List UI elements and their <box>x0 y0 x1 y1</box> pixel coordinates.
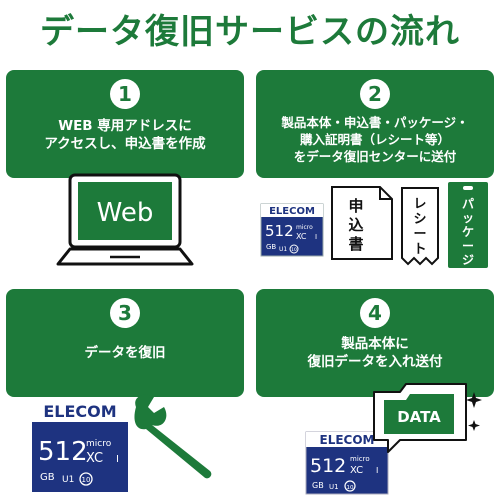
step-4-line-2: 復旧データを入れ送付 <box>307 354 443 370</box>
wrench-icon <box>134 394 212 479</box>
svg-text:I: I <box>116 454 119 465</box>
step-2-number: 2 <box>360 79 390 109</box>
svg-text:ELECOM: ELECOM <box>43 402 116 421</box>
sd-card-step-4: ELECOM 512 GB micro XC I U1 10 <box>305 431 389 495</box>
receipt-document: レ シ ー ト <box>401 187 439 266</box>
form-char-2: 込 <box>348 216 363 234</box>
page-title: データ復旧サービスの流れ <box>40 12 460 52</box>
package-document: パ ッ ケ ー ジ <box>448 182 488 268</box>
svg-text:レ: レ <box>413 197 426 212</box>
step-1-panel: 1 WEB 専用アドレスに アクセスし、申込書を作成 <box>6 70 244 178</box>
svg-text:10: 10 <box>82 476 91 484</box>
card-speed-mark: U1 <box>279 246 287 253</box>
svg-text:GB: GB <box>312 481 324 490</box>
step-2-line-1: 製品本体・申込書・パッケージ・ <box>281 115 469 130</box>
step-1-line-1: WEB 専用アドレスに <box>58 118 192 134</box>
svg-text:GB: GB <box>40 472 55 483</box>
svg-text:ー: ー <box>413 227 426 242</box>
step-2-text: 製品本体・申込書・パッケージ・ 購入証明書（レシート等） をデータ復旧センターに… <box>256 114 494 165</box>
sd-card-step-3: ELECOM 512 GB micro XC I U1 10 <box>32 400 128 492</box>
svg-text:U1: U1 <box>62 475 74 485</box>
step-1-number: 1 <box>110 79 140 109</box>
step-3-text: データを復旧 <box>6 344 244 362</box>
step-3-line-1: データを復旧 <box>84 345 166 361</box>
svg-text:I: I <box>376 466 378 475</box>
card-logo: micro <box>296 224 313 231</box>
svg-text:ッ: ッ <box>462 211 474 225</box>
step-1-text: WEB 専用アドレスに アクセスし、申込書を作成 <box>6 117 244 153</box>
card-capacity: 512 <box>265 222 294 240</box>
step-3-number: 3 <box>110 298 140 328</box>
svg-text:XC: XC <box>350 465 363 476</box>
step-4-line-1: 製品本体に <box>341 336 409 352</box>
card-class-mark: I <box>315 233 317 241</box>
step-1-line-2: アクセスし、申込書を作成 <box>44 136 206 152</box>
step-2-line-3: をデータ復旧センターに送付 <box>293 149 457 164</box>
svg-text:10: 10 <box>347 485 354 491</box>
card-unit: GB <box>266 243 276 251</box>
step-2-panel: 2 製品本体・申込書・パッケージ・ 購入証明書（レシート等） をデータ復旧センタ… <box>256 70 494 178</box>
folder-icon: DATA <box>373 383 482 453</box>
svg-text:ー: ー <box>462 239 474 253</box>
card-brand: ELECOM <box>269 206 315 217</box>
svg-text:ケ: ケ <box>462 225 474 239</box>
sd-card-step-2: ELECOM 512 GB micro XC I U1 10 <box>260 203 324 257</box>
svg-text:512: 512 <box>310 455 346 477</box>
svg-text:ELECOM: ELECOM <box>320 433 375 447</box>
svg-text:パ: パ <box>462 197 474 211</box>
svg-text:ジ: ジ <box>462 253 474 267</box>
sparkle-icon <box>466 392 482 431</box>
svg-text:シ: シ <box>413 212 426 227</box>
laptop-icon: Web <box>56 173 194 266</box>
form-char-1: 申 <box>348 197 363 215</box>
step-3-panel: 3 データを復旧 <box>6 289 244 397</box>
card-logo-sub: XC <box>296 232 307 241</box>
svg-text:ト: ト <box>413 242 426 257</box>
svg-text:U1: U1 <box>329 483 339 491</box>
svg-text:micro: micro <box>86 439 112 449</box>
svg-text:micro: micro <box>350 455 370 463</box>
folder-label: DATA <box>397 408 441 426</box>
step-4-text: 製品本体に 復旧データを入れ送付 <box>256 335 494 371</box>
card-class10: 10 <box>291 247 297 253</box>
step-4-number: 4 <box>360 298 390 328</box>
svg-text:XC: XC <box>86 451 103 466</box>
form-char-3: 書 <box>348 235 363 253</box>
step-2-line-2: 購入証明書（レシート等） <box>299 132 450 147</box>
svg-text:512: 512 <box>38 437 88 467</box>
application-form-document: 申 込 書 <box>331 186 393 260</box>
laptop-screen-text: Web <box>97 198 154 228</box>
step-4-panel: 4 製品本体に 復旧データを入れ送付 <box>256 289 494 397</box>
